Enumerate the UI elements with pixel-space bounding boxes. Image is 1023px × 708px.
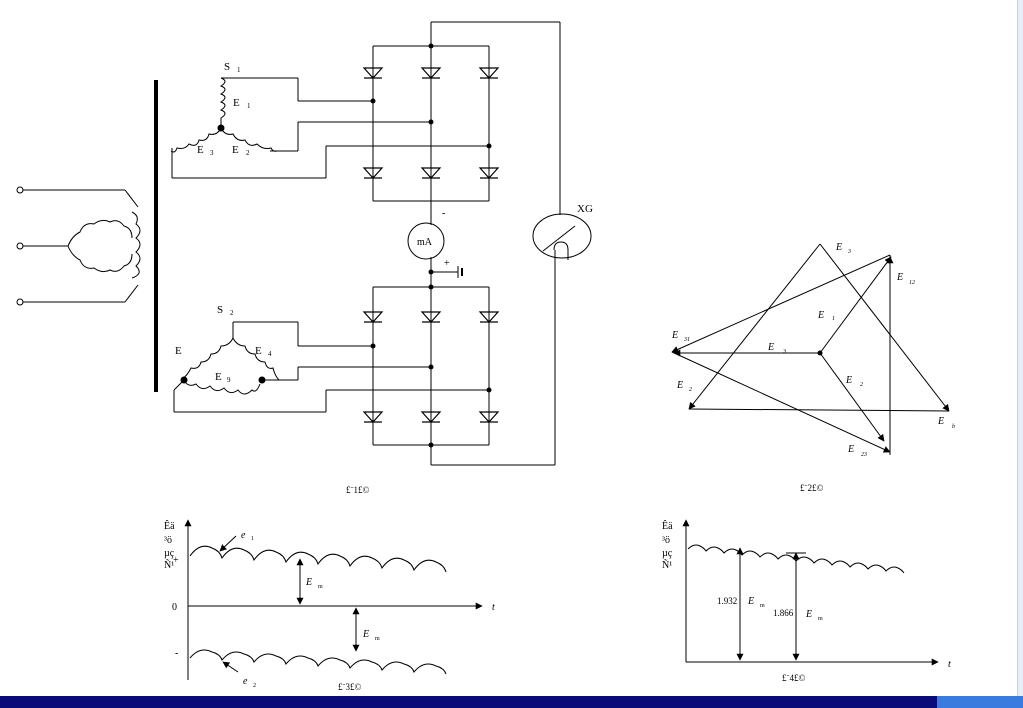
label-s2: S: [217, 304, 223, 316]
figure-2-phasor: [671, 243, 950, 455]
figure-1-labels: S 1 E 1 E 3 E 2 S 2 E E 4 E 9 mA - + XG …: [175, 61, 593, 495]
xray-tube: [430, 21, 592, 466]
phasor-label-e23: E: [847, 444, 854, 455]
secondary-delta-bottom: [173, 321, 489, 413]
fig4-t-axis: t: [948, 659, 951, 670]
fig3-minus: -: [175, 648, 178, 659]
label-s1-sub: 1: [237, 66, 241, 74]
figure-3-caption: £¨3£©: [338, 682, 361, 692]
tube-label: XG: [577, 203, 593, 215]
fig4-em2: E: [805, 609, 812, 620]
figure-4-caption: £¨4£©: [782, 673, 805, 683]
label-e1-sub: 1: [247, 102, 251, 110]
fig4-em1: E: [747, 596, 754, 607]
figure-4-labels: Êä ³ö µç Ñ¹ t 1.932 E m 1.866 E m £¨4£©: [662, 520, 951, 683]
phasor-label-e-left: E: [676, 380, 683, 391]
slide-footer-accent: [937, 696, 1023, 708]
primary-terminals: [16, 186, 139, 306]
label-s2-sub: 2: [230, 309, 234, 317]
phasor-label-e2-sub: 2: [860, 382, 863, 388]
fig3-em2-sub: m: [375, 636, 380, 642]
phasor-label-e2: E: [845, 375, 852, 386]
secondary-star-top: [170, 77, 489, 179]
fig3-em1-sub: m: [318, 584, 323, 590]
minus-sign: -: [442, 208, 445, 219]
primary-delta-winding: [67, 211, 141, 279]
phasor-label-e1-sub: 1: [832, 316, 835, 322]
figure-1-caption: £¨1£©: [346, 485, 369, 495]
figure-3-waveforms: [184, 519, 483, 680]
phasor-label-e12-sub: 12: [909, 280, 915, 286]
figure-4-output: [682, 519, 939, 666]
label-e4-sub: 4: [268, 350, 272, 358]
fig3-zero: 0: [172, 602, 177, 613]
fig3-t-axis: t: [492, 602, 495, 613]
bottom-bridge: [363, 284, 499, 465]
fig3-e1: e: [241, 530, 246, 541]
fig3-ylabel-4: Ñ¹: [164, 559, 174, 571]
fig4-ylabel-2: ³ö: [662, 535, 670, 546]
label-e3: E: [197, 144, 204, 156]
phasor-label-eb: E: [937, 416, 944, 427]
slide-right-edge: [1017, 0, 1023, 696]
fig3-e2: e: [243, 676, 248, 687]
label-e3-sub: 3: [210, 149, 214, 157]
fig3-e1-sub: 1: [251, 536, 254, 542]
fig3-e2-sub: 2: [253, 683, 256, 689]
fig4-value-1932: 1.932: [717, 596, 737, 606]
fig3-ylabel-3: µç: [164, 548, 175, 559]
fig4-em2-sub: m: [818, 616, 823, 622]
slide-footer-bar: [0, 696, 1023, 708]
phasor-label-e31: E: [671, 330, 678, 341]
figure-2-labels: E 3 E 12 E 1 E 31 E 3 E 2 E 2 E b E 23 £…: [671, 242, 955, 493]
phasor-label-e3-sub: 3: [782, 349, 786, 355]
fig3-plus: +: [173, 555, 179, 566]
fig4-em1-sub: m: [760, 603, 765, 609]
phasor-label-e12: E: [896, 272, 903, 283]
plus-sign: +: [444, 258, 450, 269]
figure-3-labels: Êä ³ö µç Ñ¹ + 0 - t e 1 e 2 E m E m £¨3£…: [164, 520, 495, 692]
milliammeter: [407, 201, 463, 287]
label-e-left: E: [175, 345, 182, 357]
fig4-ylabel-3: µç: [662, 548, 673, 559]
phasor-label-e1: E: [817, 310, 824, 321]
fig4-ylabel-1: Êä: [662, 520, 673, 532]
phasor-label-top-sub: 3: [847, 249, 851, 255]
phasor-label-e31-sub: 31: [683, 337, 690, 343]
phasor-label-eb-sub: b: [952, 424, 955, 430]
label-e9: E: [215, 371, 222, 383]
fig3-ylabel-2: ³ö: [164, 535, 172, 546]
phasor-label-e23-sub: 23: [861, 452, 867, 458]
fig4-ylabel-4: Ñ¹: [662, 559, 672, 571]
figure-1-circuit: [16, 21, 592, 466]
fig3-em2: E: [362, 629, 369, 640]
label-e2: E: [232, 144, 239, 156]
figure-2-caption: £¨2£©: [800, 483, 823, 493]
label-e4: E: [255, 345, 262, 357]
phasor-label-e-left-sub: 2: [689, 387, 692, 393]
phasor-label-top: E: [835, 242, 842, 253]
label-e2-sub: 2: [246, 149, 250, 157]
label-e1: E: [233, 97, 240, 109]
fig4-value-1866: 1.866: [773, 608, 794, 618]
label-e9-sub: 9: [227, 376, 231, 384]
fig3-ylabel-1: Êä: [164, 520, 175, 532]
meter-label: mA: [417, 237, 433, 248]
label-s1: S: [224, 61, 230, 73]
fig3-em1: E: [305, 577, 312, 588]
phasor-label-e3: E: [767, 342, 774, 353]
